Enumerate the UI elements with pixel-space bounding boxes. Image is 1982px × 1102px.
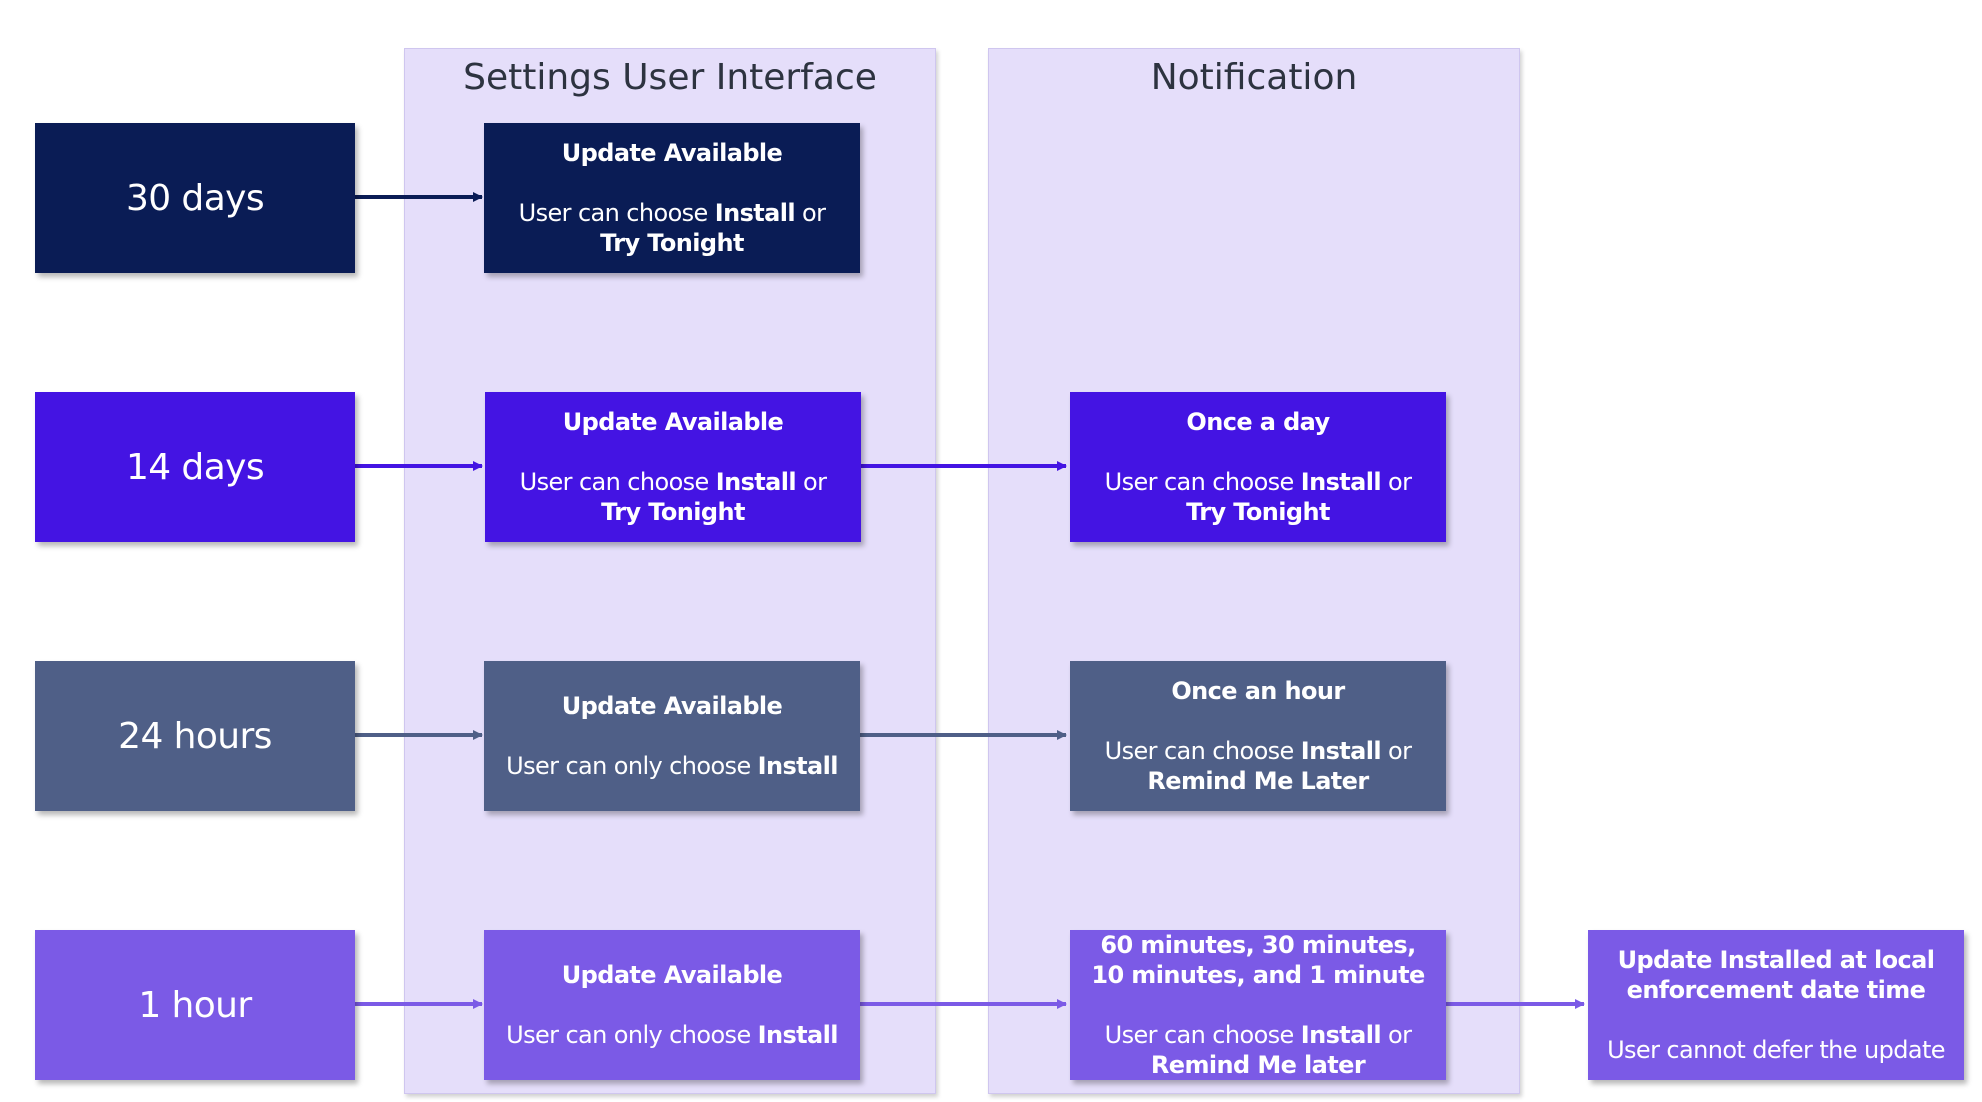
notification-card-1-hour: 60 minutes, 30 minutes, 10 minutes, and …	[1070, 930, 1446, 1080]
card-body: User can choose Install or Try Tonight	[518, 199, 826, 257]
settings-card-24-hours: Update Available User can only choose In…	[484, 661, 860, 811]
time-label: 1 hour	[138, 984, 252, 1026]
time-box-14-days: 14 days	[35, 392, 355, 542]
final-card-enforced-install: Update Installed at local enforcement da…	[1588, 930, 1964, 1080]
card-body: User can only choose Install	[506, 752, 838, 780]
time-label: 24 hours	[118, 715, 272, 757]
card-body: User can choose Install or Try Tonight	[1104, 468, 1412, 526]
time-box-1-hour: 1 hour	[35, 930, 355, 1080]
time-label: 14 days	[125, 446, 265, 488]
notification-lane-title: Notification	[1150, 57, 1358, 98]
card-body: User can only choose Install	[506, 1021, 838, 1049]
time-box-30-days: 30 days	[35, 123, 355, 273]
time-label: 30 days	[125, 177, 265, 219]
card-title: Once an hour	[1171, 677, 1345, 705]
notification-card-14-days: Once a day User can choose Install or Tr…	[1070, 392, 1446, 542]
settings-card-14-days: Update Available User can choose Install…	[485, 392, 861, 542]
card-title: Update Available	[561, 961, 783, 989]
card-body: User can choose Install or Remind Me Lat…	[1104, 737, 1412, 795]
card-title: Update Available	[562, 408, 784, 436]
settings-ui-lane-title: Settings User Interface	[463, 57, 877, 98]
notification-lane: Notification	[988, 48, 1520, 1094]
settings-card-30-days: Update Available User can choose Install…	[484, 123, 860, 273]
card-title: Once a day	[1186, 408, 1330, 436]
card-title: Update Available	[561, 692, 783, 720]
card-body: User cannot defer the update	[1607, 1036, 1945, 1064]
card-body: User can choose Install or Try Tonight	[519, 468, 827, 526]
card-title: Update Installed at local enforcement da…	[1617, 946, 1935, 1004]
card-body: User can choose Install or Remind Me lat…	[1104, 1021, 1412, 1079]
settings-card-1-hour: Update Available User can only choose In…	[484, 930, 860, 1080]
card-title: 60 minutes, 30 minutes, 10 minutes, and …	[1091, 931, 1425, 989]
time-box-24-hours: 24 hours	[35, 661, 355, 811]
notification-card-24-hours: Once an hour User can choose Install or …	[1070, 661, 1446, 811]
card-title: Update Available	[561, 139, 783, 167]
